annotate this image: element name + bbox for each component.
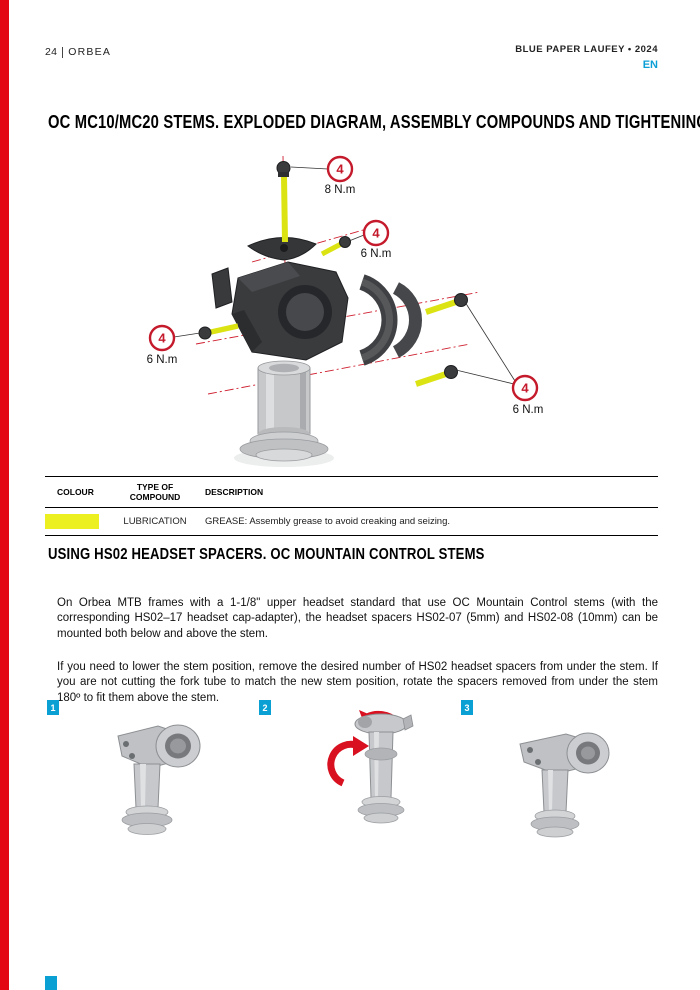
steerer-tube: [234, 360, 334, 467]
right-lower-bolt: [415, 365, 458, 387]
left-bolt: [198, 323, 239, 340]
step-badge-2: 2: [259, 700, 271, 715]
stem-illustration-3: [519, 732, 610, 838]
paragraph-2: If you need to lower the stem position, …: [57, 660, 658, 704]
stem-illustration-1: [117, 724, 201, 835]
compounds-table: COLOUR TYPE OF COMPOUND DESCRIPTION LUBR…: [45, 476, 658, 536]
torque-callout-lower-right: 4 6 N.m: [511, 374, 544, 416]
side-plate: [211, 267, 233, 309]
table-row: LUBRICATION GREASE: Assembly grease to a…: [45, 508, 658, 536]
callout-number: 4: [336, 162, 344, 177]
rotation-arrow-large-icon: [327, 736, 369, 787]
torque-value: 6 N.m: [513, 404, 544, 416]
torque-callout-top: 4 8 N.m: [325, 155, 356, 196]
upper-right-bolt: [320, 236, 351, 257]
callout-number: 4: [521, 381, 529, 396]
header-type: TYPE OF COMPOUND: [129, 481, 181, 502]
header-left: 24 ORBEA: [45, 46, 111, 58]
language-code: EN: [642, 59, 658, 71]
stem-body: [231, 261, 349, 361]
header-colour: COLOUR: [57, 487, 94, 497]
header-right: BLUE PAPER LAUFEY • 2024 EN: [515, 44, 658, 71]
partial-step-badge: [45, 976, 57, 990]
torque-callout-left: 4 6 N.m: [147, 324, 178, 366]
top-bolt: [276, 161, 291, 243]
step-badge-1: 1: [47, 700, 59, 715]
header-description: DESCRIPTION: [205, 487, 264, 497]
stem-illustration-2: [327, 710, 414, 824]
clamp-shells: [359, 274, 422, 366]
page-number: 24: [45, 46, 58, 58]
torque-value: 8 N.m: [325, 184, 356, 196]
leader-lines: [173, 166, 516, 385]
table-header-row: COLOUR TYPE OF COMPOUND DESCRIPTION: [45, 477, 658, 508]
header-divider: [62, 46, 64, 58]
torque-value: 6 N.m: [361, 248, 392, 260]
section2-title: USING HS02 HEADSET SPACERS. OC MOUNTAIN …: [48, 546, 485, 563]
description-cell: GREASE: Assembly grease to avoid creakin…: [205, 516, 451, 527]
paragraph-1: On Orbea MTB frames with a 1-1/8" upper …: [57, 596, 658, 640]
exploded-diagram: 4 8 N.m 4 6 N.m 4 6 N.m 4 6 N.m: [147, 155, 544, 467]
callout-number: 4: [372, 226, 380, 241]
step-badge-3: 3: [461, 700, 473, 715]
section1-title: OC MC10/MC20 STEMS. EXPLODED DIAGRAM, AS…: [48, 112, 700, 132]
torque-value: 6 N.m: [147, 354, 178, 366]
left-accent-strip: [0, 0, 9, 990]
type-cell: LUBRICATION: [123, 516, 187, 527]
callout-number: 4: [158, 331, 166, 346]
document-title: BLUE PAPER LAUFEY • 2024: [515, 44, 658, 55]
colour-cell: [45, 514, 115, 529]
right-upper-bolt: [425, 293, 468, 315]
torque-callout-upper-right: 4 6 N.m: [361, 219, 392, 260]
top-cap: [247, 236, 317, 261]
colour-swatch: [45, 514, 99, 529]
brand-name: ORBEA: [68, 46, 112, 58]
